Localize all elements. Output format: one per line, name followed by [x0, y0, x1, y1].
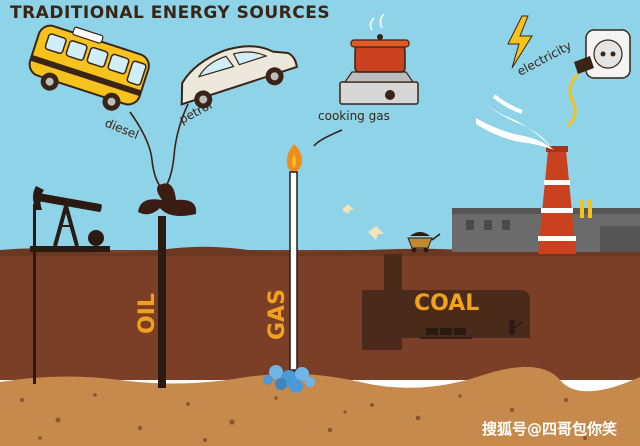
power-plant-icon	[452, 146, 640, 254]
watermark: 搜狐号@四哥包你笑	[482, 420, 617, 438]
label-cooking-gas: cooking gas	[318, 109, 390, 123]
connector-cooking-gas	[313, 129, 343, 147]
mine-cart-underground-icon	[420, 328, 472, 339]
label-coal: COAL	[414, 291, 479, 316]
plug-icon	[566, 56, 594, 128]
smoke-icon	[466, 88, 554, 150]
miner-icon	[509, 319, 523, 335]
gas-well	[286, 144, 302, 371]
bus-icon	[28, 24, 150, 111]
bird-icon-2	[368, 226, 384, 240]
topsoil	[0, 250, 640, 380]
stove-pot-icon	[339, 13, 419, 105]
page-title: TRADITIONAL ENERGY SOURCES	[10, 3, 330, 23]
connector-diesel	[129, 111, 161, 187]
mine-cart-icon	[407, 232, 441, 253]
label-oil: OIL	[135, 293, 160, 334]
power-socket-icon	[585, 29, 631, 79]
lightning-icon	[507, 15, 533, 69]
connector-petrol	[165, 103, 189, 187]
bedrock-speckles	[20, 393, 611, 442]
pump-jack-icon	[30, 186, 110, 384]
gas-reservoir	[263, 365, 315, 393]
oil-well	[138, 183, 197, 388]
coal-mine	[362, 232, 530, 350]
bird-icon	[342, 204, 354, 214]
label-gas: GAS	[265, 289, 290, 340]
car-icon	[180, 45, 298, 109]
